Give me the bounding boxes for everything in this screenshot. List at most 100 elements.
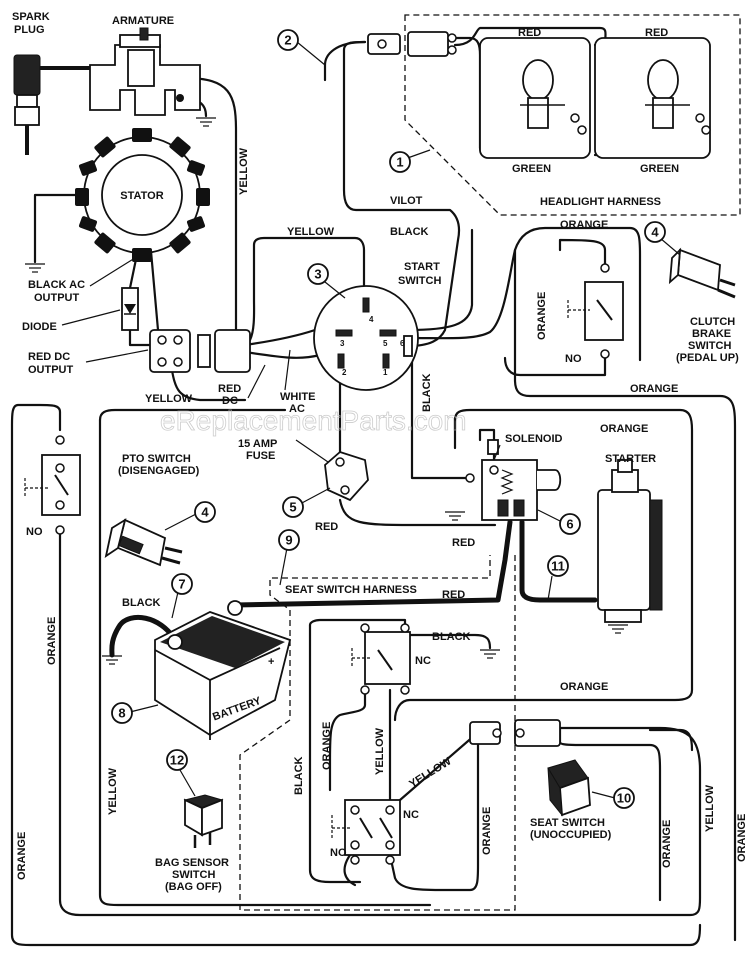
- headlight-harness-label: HEADLIGHT HARNESS: [540, 196, 661, 208]
- wire-orange-vert-6: ORANGE: [661, 820, 673, 868]
- upper-switch-nc: NC: [415, 655, 431, 667]
- callouts: 2 1 3 4 4 5 6 7 8 9 10 11: [61, 29, 681, 809]
- callout-9: 9: [285, 533, 292, 548]
- terminal-2: 2: [342, 368, 347, 377]
- wire-orange-vert-3: ORANGE: [16, 832, 28, 880]
- lower-switch-nc: NC: [403, 809, 419, 821]
- terminal-3: 3: [340, 339, 345, 348]
- left-no-switch: [24, 435, 81, 535]
- callout-8: 8: [118, 706, 125, 721]
- diode: [121, 287, 139, 331]
- wire-orange-vert-1: ORANGE: [536, 292, 548, 340]
- wire-orange-4: ORANGE: [560, 681, 608, 693]
- headlight-bulb-left: [479, 37, 591, 159]
- wire-orange-3: ORANGE: [600, 423, 648, 435]
- wire-yellow-vert-1: YELLOW: [238, 147, 250, 195]
- callout-7: 7: [178, 577, 185, 592]
- battery-plus: +: [268, 656, 274, 668]
- starter-label: STARTER: [605, 453, 656, 465]
- wire-vilot: VILOT: [390, 195, 423, 207]
- seat-switch-harness-label: SEAT SWITCH HARNESS: [285, 584, 417, 596]
- start-switch: 4 3 5 6 2 1: [313, 285, 419, 391]
- callout-5: 5: [289, 500, 296, 515]
- callout-3: 3: [314, 267, 321, 282]
- fuse: [324, 450, 369, 502]
- callout-11: 11: [551, 559, 565, 574]
- wire-orange-vert-5: ORANGE: [481, 807, 493, 855]
- wire-green-2: GREEN: [640, 163, 679, 175]
- callout-circle: [277, 29, 299, 51]
- callout-1: 1: [396, 155, 403, 170]
- wire-red-3: RED: [315, 521, 338, 533]
- wire-yellow-diag: YELLOW: [407, 755, 454, 790]
- clutch-switch-no: NO: [565, 353, 582, 365]
- wire-red-5: RED: [442, 589, 465, 601]
- wire-red-4: RED: [452, 537, 475, 549]
- spark-plug: [13, 54, 95, 155]
- ground-symbols: [25, 117, 628, 665]
- wire-black-1: BLACK: [390, 226, 429, 238]
- lower-switch-no: NO: [330, 847, 347, 859]
- callout-2: 2: [284, 33, 291, 48]
- left-switch-no: NO: [26, 526, 43, 538]
- terminal-1: 1: [383, 368, 388, 377]
- clutch-switch-part: [668, 247, 736, 299]
- wire-green-1: GREEN: [512, 163, 551, 175]
- nc-no-switch-lower: [331, 799, 401, 865]
- wire-red-1: RED: [518, 27, 541, 39]
- stator-connector: [149, 329, 251, 373]
- callout-6: 6: [566, 517, 573, 532]
- pto-switch: [104, 518, 183, 567]
- watermark: eReplacementParts.com: [160, 405, 467, 436]
- headlight-bulb-right: [594, 37, 711, 159]
- wire-yellow-vert-2: YELLOW: [107, 767, 119, 815]
- terminal-6: 6: [400, 339, 405, 348]
- callout-10: 10: [617, 791, 631, 806]
- wire-black-vert-2: BLACK: [293, 756, 305, 795]
- wire-yellow-2: YELLOW: [145, 393, 193, 405]
- armature: [89, 27, 201, 116]
- seat-switch-label: SEAT SWITCH(UNOCCUPIED): [530, 817, 612, 841]
- nc-switch-upper: [351, 623, 411, 695]
- stator-label: STATOR: [120, 190, 163, 202]
- wire-black-3: BLACK: [432, 631, 471, 643]
- callout-12: 12: [170, 753, 184, 768]
- battery: BATTERY +: [154, 600, 292, 740]
- wire-yellow-1: YELLOW: [287, 226, 335, 238]
- wire-orange-vert-7: ORANGE: [736, 814, 748, 862]
- wire-orange-1: ORANGE: [560, 219, 608, 231]
- wire-yellow-vert-3: YELLOW: [374, 727, 386, 775]
- headlight-connector: [367, 31, 457, 57]
- wire-orange-vert-4: ORANGE: [321, 722, 333, 770]
- wire-black-vert: BLACK: [421, 373, 433, 412]
- terminal-4: 4: [369, 315, 374, 324]
- pto-switch-label: PTO SWITCH(DISENGAGED): [118, 453, 200, 477]
- solenoid: [465, 439, 562, 521]
- armature-label: ARMATURE: [112, 15, 174, 27]
- wire-yellow-vert-4: YELLOW: [704, 784, 716, 832]
- wire-black-2: BLACK: [122, 597, 161, 609]
- harness-outlines: [239, 14, 741, 911]
- clutch-switch: [567, 263, 624, 359]
- solenoid-label: SOLENOID: [505, 433, 563, 445]
- terminal-5: 5: [383, 339, 388, 348]
- starter: [597, 459, 663, 623]
- stator: STATOR: [75, 128, 210, 262]
- wire-red-2: RED: [645, 27, 668, 39]
- seat-switch-connector: [469, 719, 561, 747]
- wires: [10, 26, 737, 947]
- diode-label: DIODE: [22, 321, 57, 333]
- wire-orange-vert-2: ORANGE: [46, 617, 58, 665]
- callout-4-clutch: 4: [651, 225, 659, 240]
